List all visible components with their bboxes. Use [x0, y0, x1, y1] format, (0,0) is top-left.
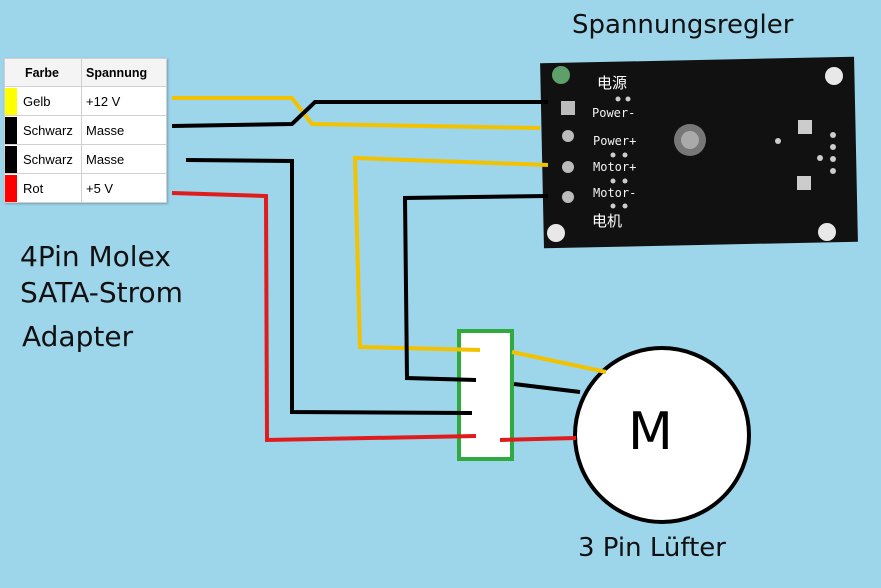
color-swatch [4, 144, 17, 174]
color-swatch [4, 86, 17, 116]
header-voltage: Spannung [81, 58, 167, 87]
module-top-label: 电源 [597, 74, 628, 92]
module-bottom-label: 电机 [592, 212, 623, 230]
mount-hole [825, 67, 843, 85]
terminal-pin [562, 130, 574, 142]
mount-hole [818, 223, 836, 241]
wire-black-ground-2 [185, 158, 473, 415]
wire-yellow-12v [172, 96, 541, 130]
header-color: Farbe [4, 58, 82, 87]
table-row: Rot+5 V [4, 173, 167, 203]
terminal-pin [561, 101, 575, 115]
adapter-label-line2: SATA-Strom [20, 276, 183, 309]
wire-yellow-fan [511, 350, 607, 374]
color-name: Rot [17, 173, 82, 203]
color-name: Schwarz [17, 115, 82, 145]
wire-yellow-motor-plus [352, 155, 549, 352]
mount-hole [547, 224, 565, 242]
voltage-value: +12 V [81, 86, 167, 116]
fan-label: 3 Pin Lüfter [578, 533, 726, 563]
wire-red-fan [499, 436, 577, 442]
voltage-regulator-board [540, 56, 858, 249]
color-name: Gelb [17, 86, 82, 116]
adapter-label-line3: Adapter [22, 320, 134, 353]
pin-label-power-plus: Power+ [593, 134, 637, 148]
color-name: Schwarz [17, 144, 82, 174]
chip [797, 176, 811, 190]
terminal-pin [562, 191, 574, 203]
fan-connector [457, 329, 514, 461]
motor-letter: M [628, 402, 673, 462]
color-swatch [4, 115, 17, 145]
table-header-row: Farbe Spannung [4, 58, 167, 87]
led-indicator [552, 66, 570, 84]
wire-black-motor-minus [402, 194, 549, 382]
wire-black-ground [171, 100, 548, 128]
color-swatch [4, 173, 17, 203]
terminal-pin [562, 161, 574, 173]
fan-motor [573, 346, 751, 524]
chip [798, 120, 812, 134]
wire-black-fan [513, 382, 581, 394]
voltage-value: Masse [81, 144, 167, 174]
adapter-label-line1: 4Pin Molex [20, 240, 171, 273]
voltage-value: +5 V [81, 173, 167, 203]
voltage-value: Masse [81, 115, 167, 145]
pin-label-motor-minus: Motor- [593, 186, 637, 200]
regulator-title: Spannungsregler [572, 10, 794, 40]
pin-label-motor-plus: Motor+ [593, 160, 637, 174]
table-row: Gelb+12 V [4, 86, 167, 116]
pin-label-power-minus: Power- [592, 106, 636, 120]
wire-red-5v [171, 191, 477, 443]
